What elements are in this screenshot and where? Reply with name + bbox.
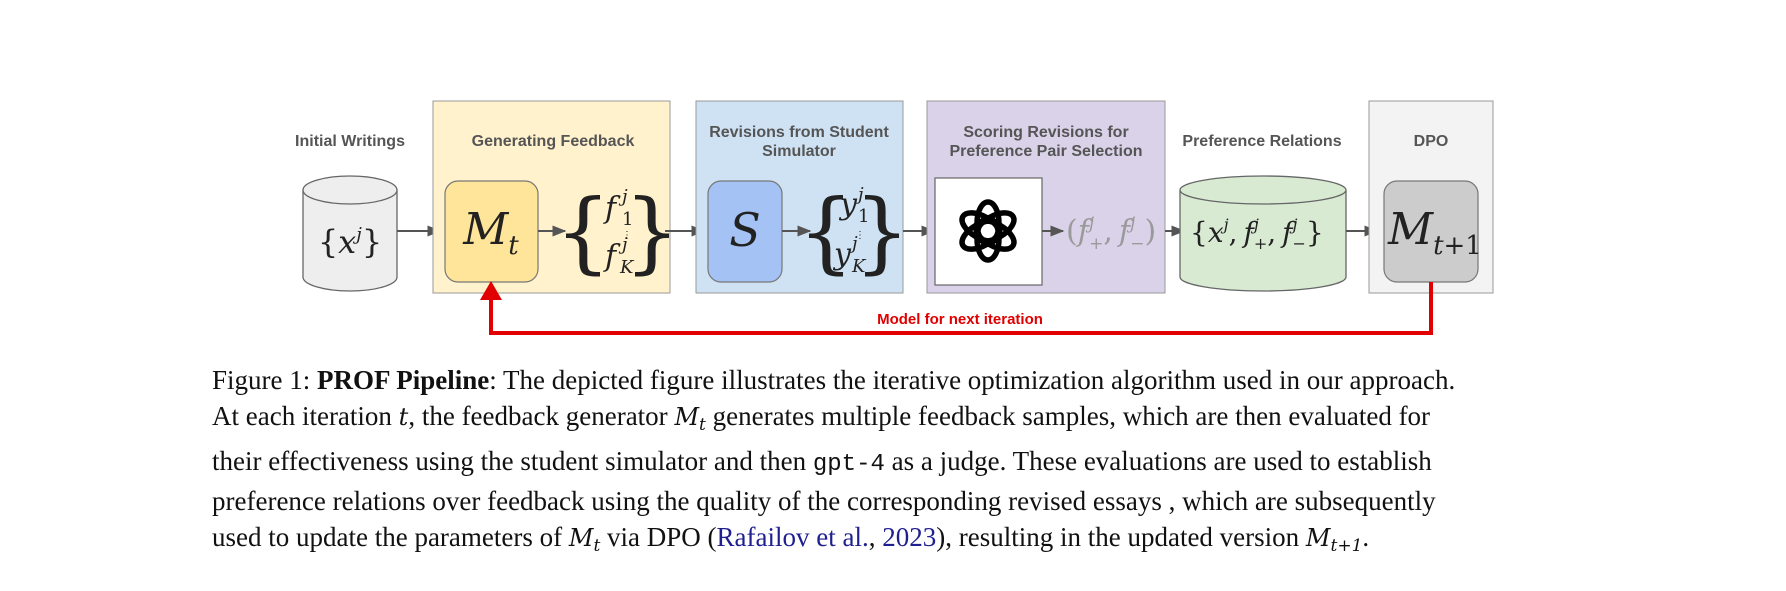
svg-text:K: K — [619, 257, 635, 278]
caption-text: ), resulting in the updated version — [936, 522, 1306, 552]
citation-year-link[interactable]: 2023 — [882, 522, 937, 552]
openai-logo-icon — [959, 199, 1017, 263]
math-mt: Mt — [568, 524, 601, 556]
caption-line-3: their effectiveness using the student si… — [212, 443, 1592, 483]
math-mt1: Mt+1 — [1305, 524, 1363, 556]
svg-text:j: j — [848, 233, 858, 254]
caption-text: generates multiple feedback samples, whi… — [705, 401, 1431, 431]
caption-text: , — [868, 522, 883, 552]
caption-text: At each iteration — [212, 401, 399, 431]
code-gpt4: gpt-4 — [812, 451, 885, 478]
loop-label: Model for next iteration — [877, 311, 1043, 328]
caption-line-2: At each iteration t, the feedback genera… — [212, 398, 1592, 443]
svg-text:{: { — [555, 180, 611, 283]
simulator-s-symbol: S — [729, 203, 761, 257]
caption-line-4: preference relations over feedback using… — [212, 483, 1592, 519]
caption-text: their effectiveness using the student si… — [212, 446, 813, 476]
preference-relations-symbol: {xj,fj+,fj−} — [1190, 215, 1324, 253]
stage-title-scoring-line2: Preference Pair Selection — [950, 143, 1143, 160]
math-t: t — [398, 403, 409, 431]
judge-logo-box — [934, 177, 1043, 286]
model-mt-symbol: Mt — [462, 204, 519, 261]
preference-pair-symbol: (fj+,fj−) — [1066, 214, 1156, 254]
stage-title-scoring-line1: Scoring Revisions for — [963, 124, 1128, 141]
initial-writings-symbol: {xj} — [318, 223, 382, 261]
caption-text: via DPO ( — [600, 522, 717, 552]
svg-text:j: j — [854, 184, 864, 205]
caption-line-5: used to update the parameters of Mt via … — [212, 519, 1592, 564]
svg-text:K: K — [851, 256, 867, 277]
stage-title-revisions-line1: Revisions from Student — [709, 124, 889, 141]
stage-title-revisions-line2: Simulator — [762, 143, 836, 160]
caption-text: used to update the parameters of — [212, 522, 569, 552]
stage-title-initial: Initial Writings — [295, 133, 405, 150]
caption-text: : The depicted figure illustrates the it… — [489, 365, 1456, 395]
revisions-set: { y j 1 ⋮ y j K } — [798, 180, 910, 283]
caption-text: as a judge. These evaluations are used t… — [884, 446, 1432, 476]
svg-text:y: y — [838, 187, 858, 222]
stage-title-preference: Preference Relations — [1182, 133, 1341, 150]
math-mt: Mt — [674, 403, 706, 435]
citation-author-link[interactable]: Rafailov et al. — [716, 522, 869, 552]
svg-text:⋮: ⋮ — [622, 230, 632, 241]
next-iteration-loop-arrow — [480, 281, 1433, 335]
database-icon — [302, 175, 398, 292]
figure-label: Figure 1: — [212, 365, 311, 395]
svg-text:j: j — [618, 186, 628, 207]
caption-text: . — [1362, 522, 1370, 552]
caption-text: , the feedback generator — [408, 401, 675, 431]
svg-text:y: y — [832, 237, 852, 272]
caption-line-1: Figure 1: PROF Pipeline: The depicted fi… — [212, 362, 1592, 398]
stage-title-dpo: DPO — [1414, 133, 1449, 150]
svg-text:}: } — [854, 180, 910, 283]
figure-title: PROF Pipeline — [317, 365, 490, 395]
svg-text:1: 1 — [622, 209, 633, 230]
svg-text:⋮: ⋮ — [855, 230, 865, 241]
caption-text: preference relations over feedback using… — [212, 486, 1436, 516]
stage-title-feedback: Generating Feedback — [472, 133, 635, 150]
preference-database-icon — [1179, 175, 1347, 292]
svg-text:j: j — [618, 234, 628, 255]
figure-caption: Figure 1: PROF Pipeline: The depicted fi… — [212, 362, 1592, 564]
model-mt1-symbol: Mt+1 — [1387, 204, 1482, 261]
svg-text:{: { — [798, 180, 854, 283]
svg-text:1: 1 — [858, 206, 869, 227]
